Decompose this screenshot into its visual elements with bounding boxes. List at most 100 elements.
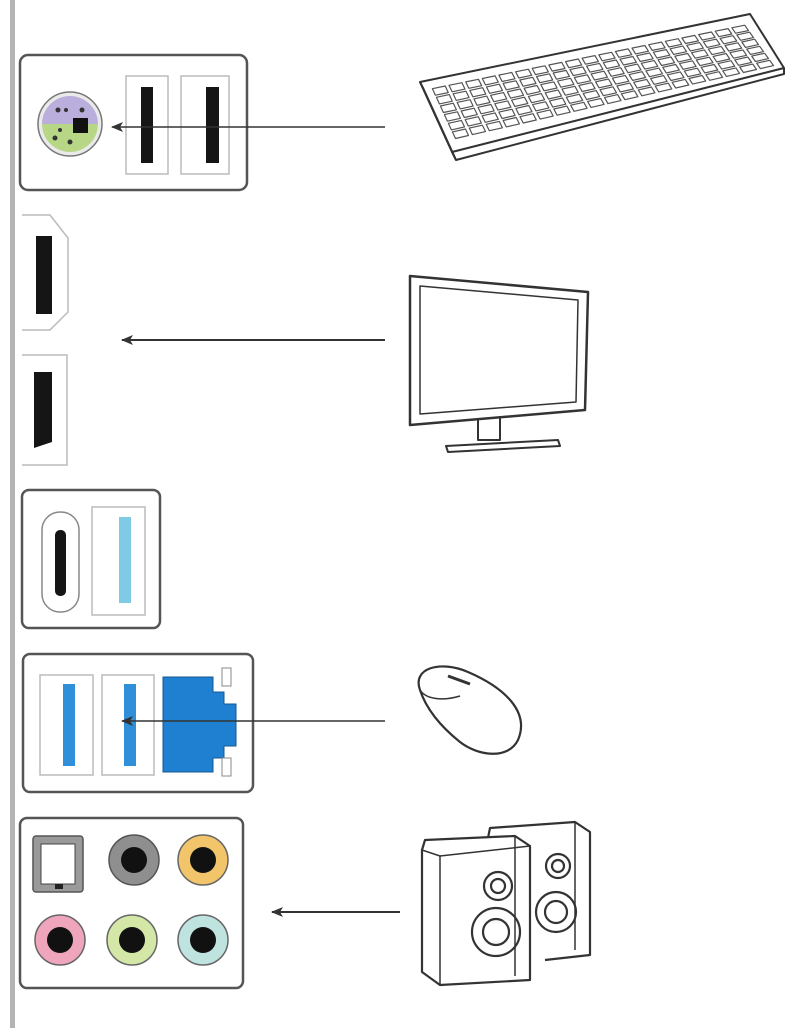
monitor-icon [408, 274, 590, 453]
keyboard-key [662, 63, 680, 74]
keyboard-key [515, 104, 533, 116]
keyboard-key [578, 82, 596, 93]
keyboard-key [485, 83, 504, 94]
keyboard-key [556, 77, 575, 88]
audio-jack[interactable] [177, 834, 229, 886]
keyboard-key [751, 52, 770, 63]
keyboard-key [640, 59, 659, 70]
usb-lan-group [21, 652, 255, 794]
keyboard-key [586, 97, 605, 109]
keyboard-key [531, 65, 550, 76]
keyboard-key [531, 101, 550, 112]
keyboard-key [755, 59, 775, 70]
ps2-combo-port[interactable] [37, 91, 103, 157]
keyboard-key [439, 102, 457, 114]
optical-spdif-port[interactable] [32, 835, 84, 893]
keyboard-key [620, 90, 639, 101]
keyboard-key [465, 78, 483, 89]
keyboard-key [552, 69, 571, 80]
keyboard-key [654, 82, 673, 93]
keyboard-key [664, 38, 683, 48]
keyboard-key [506, 88, 525, 99]
usb-a-port[interactable] [101, 674, 155, 776]
keyboard-key [485, 120, 503, 132]
keyboard-key [548, 61, 566, 72]
keyboard-key [494, 100, 512, 111]
keyboard-key [553, 105, 571, 116]
hdmi-port[interactable] [22, 214, 69, 331]
keyboard-key [564, 58, 583, 69]
keyboard-key [585, 62, 604, 73]
keyboard-key [573, 74, 592, 85]
usb-c-group [20, 488, 162, 630]
keyboard-key [602, 59, 621, 70]
keyboard-key [544, 89, 563, 100]
keyboard-key [717, 60, 736, 70]
keyboard-key [464, 116, 482, 127]
keyboard-key [741, 38, 760, 49]
keyboard-key [569, 66, 587, 77]
keyboard-key [490, 91, 508, 103]
usb-a-port[interactable] [125, 75, 169, 175]
keyboard-key [498, 71, 516, 83]
keyboard-key [648, 41, 666, 52]
keyboard-key [451, 128, 470, 140]
keyboard-key [700, 63, 719, 74]
rj45-lan-port[interactable] [162, 667, 237, 777]
keyboard-key [724, 42, 743, 52]
keyboard-key [623, 63, 642, 74]
keyboard-key [657, 56, 676, 67]
keyboard-icon [419, 13, 785, 161]
keyboard-key [519, 113, 537, 124]
keyboard-key [582, 89, 601, 101]
keyboard-key [736, 31, 755, 41]
usb-a-port[interactable] [91, 506, 146, 616]
keyboard-key [628, 71, 647, 82]
speakers-icon [420, 820, 592, 987]
keyboard-key [705, 71, 724, 81]
keyboard-key [477, 103, 495, 115]
keyboard-key [636, 52, 654, 63]
keyboard-key [448, 82, 466, 93]
keyboard-key [686, 41, 704, 52]
keyboard-key [712, 52, 731, 63]
keyboard-key [616, 82, 635, 93]
usb-a-port[interactable] [39, 674, 94, 776]
keyboard-key [481, 75, 499, 86]
keyboard-key [697, 31, 716, 41]
keyboard-key [614, 48, 633, 58]
keyboard-key [431, 85, 449, 96]
keyboard-key [678, 60, 697, 70]
keyboard-key [674, 52, 693, 63]
keyboard-key [502, 116, 521, 128]
keyboard-key [481, 112, 499, 123]
audio-jack[interactable] [177, 914, 229, 966]
keyboard-key [683, 67, 702, 78]
keyboard-key [460, 107, 478, 119]
keyboard-key [666, 71, 685, 82]
keyboard-key [473, 95, 491, 106]
audio-jack[interactable] [108, 834, 160, 886]
usb-c-port[interactable] [41, 511, 80, 613]
keyboard-key [598, 51, 616, 62]
keyboard-key [695, 56, 714, 67]
keyboard-key [603, 93, 622, 105]
usb-a-port[interactable] [180, 75, 230, 175]
keyboard-key [469, 87, 487, 98]
keyboard-key [702, 38, 721, 49]
keyboard-key [707, 45, 726, 56]
keyboard-key [681, 34, 700, 45]
keyboard-key [468, 124, 487, 136]
keyboard-key [527, 92, 546, 104]
keyboard-key [452, 90, 470, 102]
keyboard-key [456, 99, 474, 110]
keyboard-key [548, 97, 567, 108]
keyboard-key [599, 86, 618, 97]
audio-jack[interactable] [106, 914, 158, 966]
keyboard-key [652, 48, 671, 59]
audio-jack[interactable] [34, 914, 86, 966]
keyboard-key [511, 96, 529, 108]
displayport-port[interactable] [22, 354, 68, 466]
keyboard-key [570, 101, 588, 112]
